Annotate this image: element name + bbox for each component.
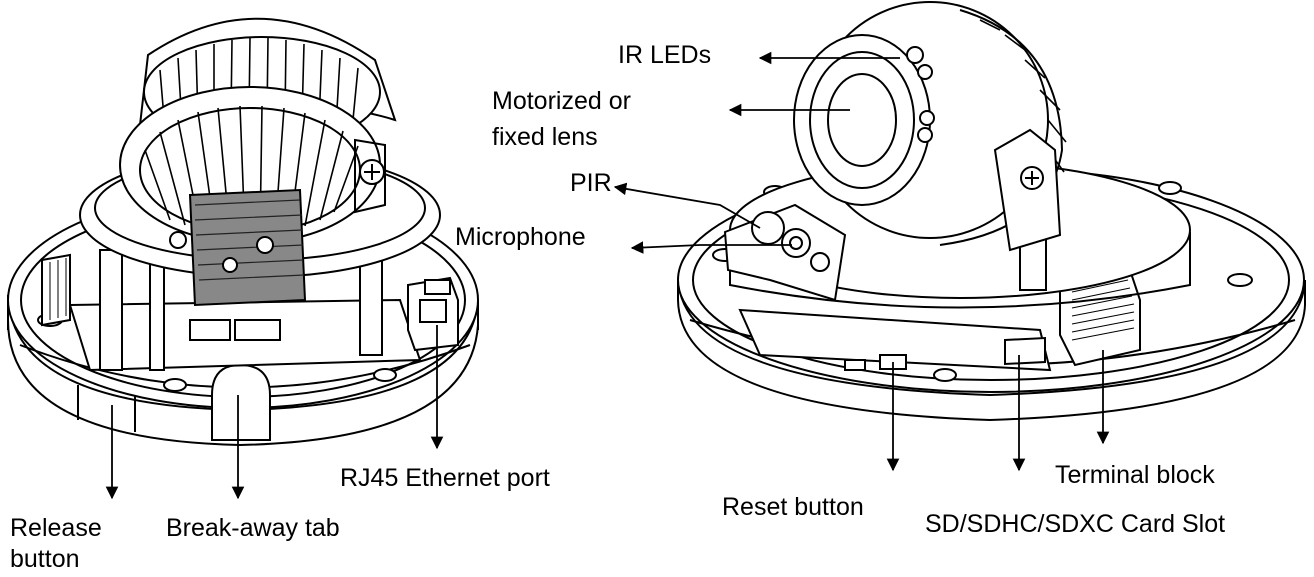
label-microphone: Microphone — [455, 223, 586, 251]
arrow-microphone — [630, 241, 792, 254]
arrow-pir — [613, 182, 761, 229]
label-release-line1: Release — [10, 514, 102, 542]
label-rj45: RJ45 Ethernet port — [340, 464, 550, 492]
label-lens-line2: fixed lens — [492, 123, 598, 151]
label-breakaway: Break-away tab — [166, 514, 340, 542]
left-camera-illustration — [7, 17, 479, 447]
label-sd-slot: SD/SDHC/SDXC Card Slot — [925, 510, 1226, 538]
label-reset: Reset button — [722, 493, 864, 521]
right-camera-illustration — [677, 1, 1306, 422]
label-pir: PIR — [570, 169, 612, 197]
callout-arrows — [105, 51, 1110, 500]
label-lens-line1: Motorized or — [492, 87, 631, 115]
label-ir-leds: IR LEDs — [618, 41, 712, 69]
label-release-line2: button — [10, 545, 80, 573]
label-terminal: Terminal block — [1055, 461, 1215, 489]
